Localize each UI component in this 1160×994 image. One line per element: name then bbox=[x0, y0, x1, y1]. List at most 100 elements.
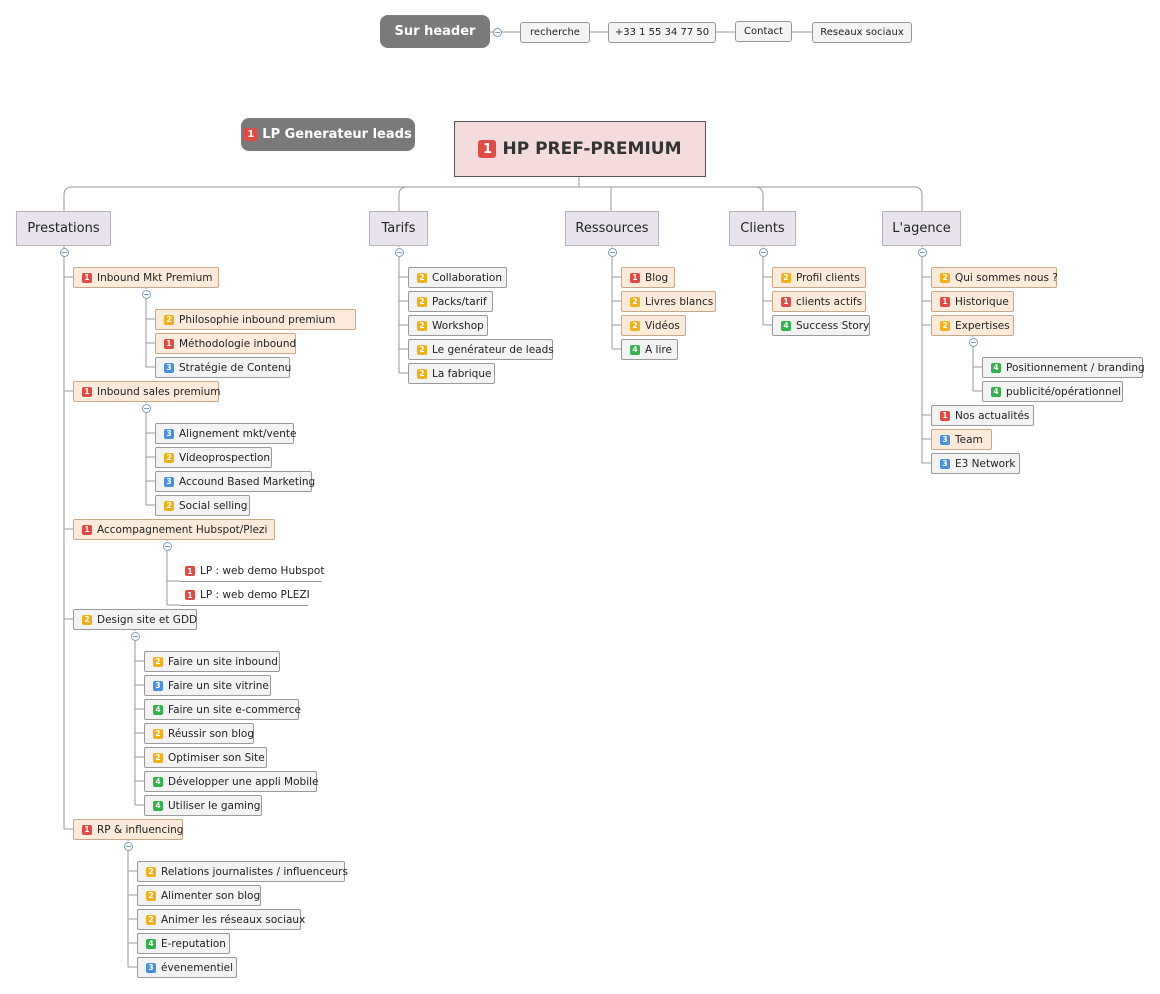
node-label: Animer les réseaux sociaux bbox=[161, 913, 306, 926]
priority-3-icon: 3 bbox=[164, 476, 174, 487]
priority-2-icon: 2 bbox=[940, 272, 950, 283]
collapse-rp-icon[interactable] bbox=[124, 842, 133, 851]
node-workshop[interactable]: 2 Workshop bbox=[408, 315, 488, 336]
category-prestations[interactable]: Prestations bbox=[16, 211, 111, 246]
node-historique[interactable]: 1 Historique bbox=[931, 291, 1014, 312]
collapse-clients-icon[interactable] bbox=[759, 248, 768, 257]
priority-2-icon: 2 bbox=[417, 320, 427, 331]
node-label: E-reputation bbox=[161, 937, 226, 950]
node-label: Historique bbox=[955, 295, 1009, 308]
collapse-agence-icon[interactable] bbox=[918, 248, 927, 257]
collapse-ressources-icon[interactable] bbox=[608, 248, 617, 257]
node-label: Accompagnement Hubspot/Plezi bbox=[97, 523, 268, 536]
priority-4-icon: 4 bbox=[153, 776, 163, 787]
header-item-label: recherche bbox=[530, 27, 580, 38]
priority-4-icon: 4 bbox=[630, 344, 640, 355]
priority-2-icon: 2 bbox=[630, 320, 640, 331]
header-item-label: Contact bbox=[744, 26, 783, 37]
header-item-reseaux[interactable]: Reseaux sociaux bbox=[812, 22, 912, 43]
collapse-inbound-sales-icon[interactable] bbox=[142, 404, 151, 413]
priority-1-icon: 1 bbox=[781, 296, 791, 307]
collapse-prestations-icon[interactable] bbox=[60, 248, 69, 257]
node-label: Faire un site e-commerce bbox=[168, 703, 301, 716]
header-item-contact[interactable]: Contact bbox=[735, 21, 792, 42]
collapse-expertises-icon[interactable] bbox=[969, 338, 978, 347]
priority-2-icon: 2 bbox=[940, 320, 950, 331]
priority-1-icon: 1 bbox=[940, 296, 950, 307]
sur-header-node[interactable]: Sur header bbox=[380, 15, 490, 48]
collapse-tarifs-icon[interactable] bbox=[395, 248, 404, 257]
priority-3-icon: 3 bbox=[940, 458, 950, 469]
category-clients[interactable]: Clients bbox=[729, 211, 796, 246]
collapse-inbound-mkt-icon[interactable] bbox=[142, 290, 151, 299]
category-label: Prestations bbox=[27, 221, 100, 236]
header-item-phone[interactable]: +33 1 55 34 77 50 bbox=[608, 22, 716, 43]
node-label: Utiliser le gaming bbox=[168, 799, 261, 812]
priority-1-icon: 1 bbox=[244, 128, 258, 141]
node-label: Workshop bbox=[432, 319, 484, 332]
node-label: Méthodologie inbound bbox=[179, 337, 297, 350]
collapse-header-icon[interactable] bbox=[493, 28, 502, 37]
collapse-accompagnement-icon[interactable] bbox=[163, 542, 172, 551]
node-label: Inbound sales premium bbox=[97, 385, 221, 398]
category-tarifs[interactable]: Tarifs bbox=[369, 211, 428, 246]
priority-1-icon: 1 bbox=[478, 140, 497, 158]
priority-3-icon: 3 bbox=[164, 362, 174, 373]
node-label: Blog bbox=[645, 271, 669, 284]
collapse-design-icon[interactable] bbox=[131, 632, 140, 641]
category-ressources[interactable]: Ressources bbox=[565, 211, 659, 246]
priority-2-icon: 2 bbox=[417, 344, 427, 355]
priority-2-icon: 2 bbox=[164, 452, 174, 463]
header-item-recherche[interactable]: recherche bbox=[520, 22, 590, 43]
category-agence[interactable]: L'agence bbox=[882, 211, 961, 246]
priority-2-icon: 2 bbox=[630, 296, 640, 307]
priority-3-icon: 3 bbox=[146, 962, 156, 973]
